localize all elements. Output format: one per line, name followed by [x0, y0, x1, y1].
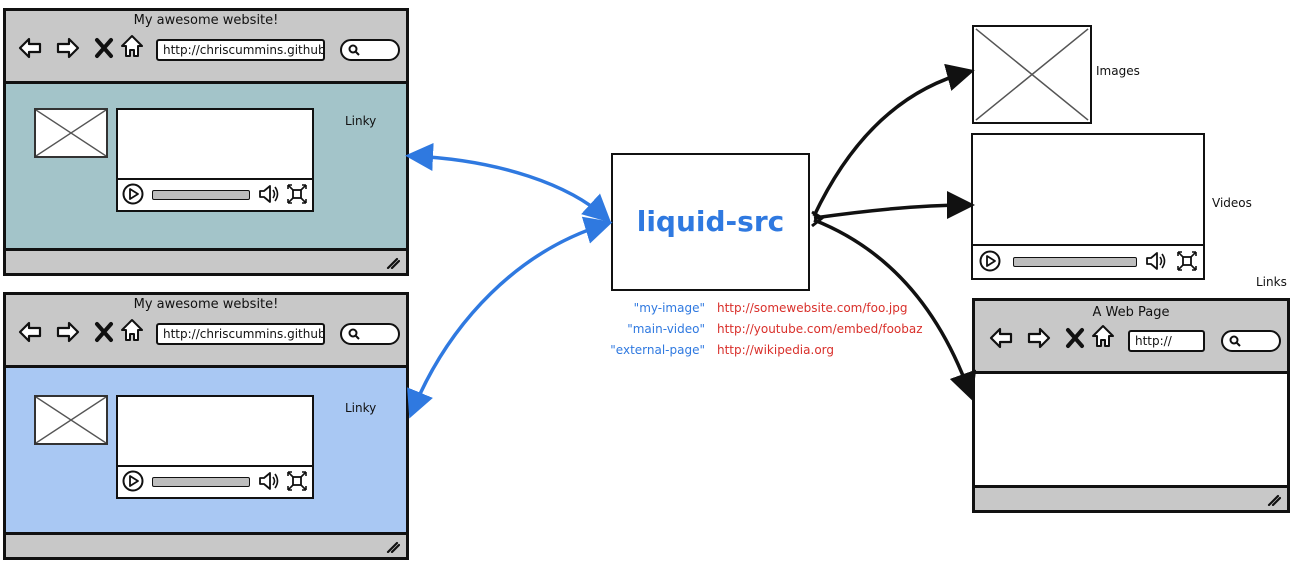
- resize-grip-icon[interactable]: [1265, 494, 1281, 506]
- url-field[interactable]: http://: [1128, 330, 1205, 352]
- image-placeholder-icon: [36, 397, 106, 443]
- liquid-src-box: liquid-src: [611, 153, 810, 291]
- images-label: Images: [1096, 64, 1140, 78]
- play-icon[interactable]: [979, 250, 1001, 272]
- video-controls: [118, 465, 312, 497]
- arrow-bottom-browser-to-liquid-src: [407, 216, 613, 419]
- home-icon[interactable]: [120, 318, 144, 342]
- mapping-row: "external-page" http://wikipedia.org: [0, 343, 1292, 359]
- search-icon: [1229, 335, 1241, 347]
- search-icon: [348, 44, 360, 56]
- forward-arrow-icon[interactable]: [1027, 326, 1051, 350]
- videos-label: Videos: [1212, 196, 1252, 210]
- close-x-icon[interactable]: [92, 36, 116, 60]
- link-label[interactable]: Linky: [345, 401, 377, 415]
- forward-arrow-icon[interactable]: [56, 36, 80, 60]
- close-x-icon[interactable]: [92, 320, 116, 344]
- play-icon[interactable]: [122, 183, 144, 205]
- image-placeholder: [34, 108, 108, 158]
- image-placeholder-icon: [36, 110, 106, 156]
- resize-grip-icon[interactable]: [384, 257, 400, 269]
- fullscreen-icon[interactable]: [1176, 250, 1198, 272]
- browser-body: Linky: [6, 368, 406, 532]
- play-icon[interactable]: [122, 470, 144, 492]
- mapping-key: "external-page": [610, 343, 705, 357]
- target-image-placeholder: [972, 25, 1092, 124]
- close-x-icon[interactable]: [1063, 326, 1087, 350]
- mapping-url[interactable]: http://youtube.com/embed/foobaz: [717, 322, 923, 336]
- fullscreen-icon[interactable]: [286, 470, 308, 492]
- arrow-liquid-src-to-images: [812, 63, 975, 217]
- video-progress-bar[interactable]: [152, 477, 250, 487]
- arrow-liquid-src-origin-mark: [811, 210, 825, 228]
- video-player: [116, 395, 314, 499]
- browser-body: [975, 374, 1287, 485]
- video-progress-bar[interactable]: [1013, 257, 1137, 267]
- browser-body: Linky: [6, 84, 406, 248]
- image-placeholder: [34, 395, 108, 445]
- browser-mockup-bottom: My awesome website! http://chriscummins.…: [3, 292, 409, 560]
- url-field[interactable]: http://chriscummins.github.i: [156, 323, 325, 345]
- home-icon[interactable]: [120, 34, 144, 58]
- video-controls: [973, 244, 1203, 278]
- browser-status-bar: [6, 248, 406, 273]
- links-label: Links: [1256, 275, 1287, 289]
- browser-mockup-top: My awesome website! http://chriscummins.…: [3, 8, 409, 276]
- video-controls: [118, 178, 312, 210]
- url-field[interactable]: http://chriscummins.github.i: [156, 39, 325, 61]
- resize-grip-icon[interactable]: [384, 541, 400, 553]
- home-icon[interactable]: [1091, 324, 1115, 348]
- target-video-player: [971, 133, 1205, 280]
- link-label[interactable]: Linky: [345, 114, 377, 128]
- browser-status-bar: [975, 485, 1287, 510]
- browser-title-bar: My awesome website! http://chriscummins.…: [6, 295, 406, 368]
- search-icon: [348, 328, 360, 340]
- search-input[interactable]: [340, 323, 400, 345]
- volume-icon[interactable]: [1145, 250, 1167, 272]
- arrow-top-browser-to-liquid-src: [405, 142, 612, 223]
- video-player: [116, 108, 314, 212]
- browser-status-bar: [6, 532, 406, 557]
- image-placeholder-icon: [975, 28, 1089, 121]
- back-arrow-icon[interactable]: [18, 320, 42, 344]
- volume-icon[interactable]: [258, 183, 280, 205]
- back-arrow-icon[interactable]: [18, 36, 42, 60]
- mapping-url[interactable]: http://somewebsite.com/foo.jpg: [717, 301, 908, 315]
- volume-icon[interactable]: [258, 470, 280, 492]
- browser-title-bar: My awesome website! http://chriscummins.…: [6, 11, 406, 84]
- mapping-key: "my-image": [633, 301, 705, 315]
- arrow-liquid-src-to-videos: [813, 191, 975, 220]
- video-progress-bar[interactable]: [152, 190, 250, 200]
- mapping-url[interactable]: http://wikipedia.org: [717, 343, 834, 357]
- target-web-page: A Web Page http://: [972, 298, 1290, 513]
- browser-title: My awesome website!: [133, 297, 279, 312]
- search-input[interactable]: [1221, 330, 1281, 352]
- back-arrow-icon[interactable]: [989, 326, 1013, 350]
- search-input[interactable]: [340, 39, 400, 61]
- liquid-src-title: liquid-src: [636, 205, 785, 238]
- mapping-key: "main-video": [627, 322, 705, 336]
- fullscreen-icon[interactable]: [286, 183, 308, 205]
- browser-title-bar: A Web Page http://: [975, 301, 1287, 374]
- browser-title: My awesome website!: [133, 13, 279, 28]
- browser-title: A Web Page: [1092, 305, 1170, 320]
- forward-arrow-icon[interactable]: [56, 320, 80, 344]
